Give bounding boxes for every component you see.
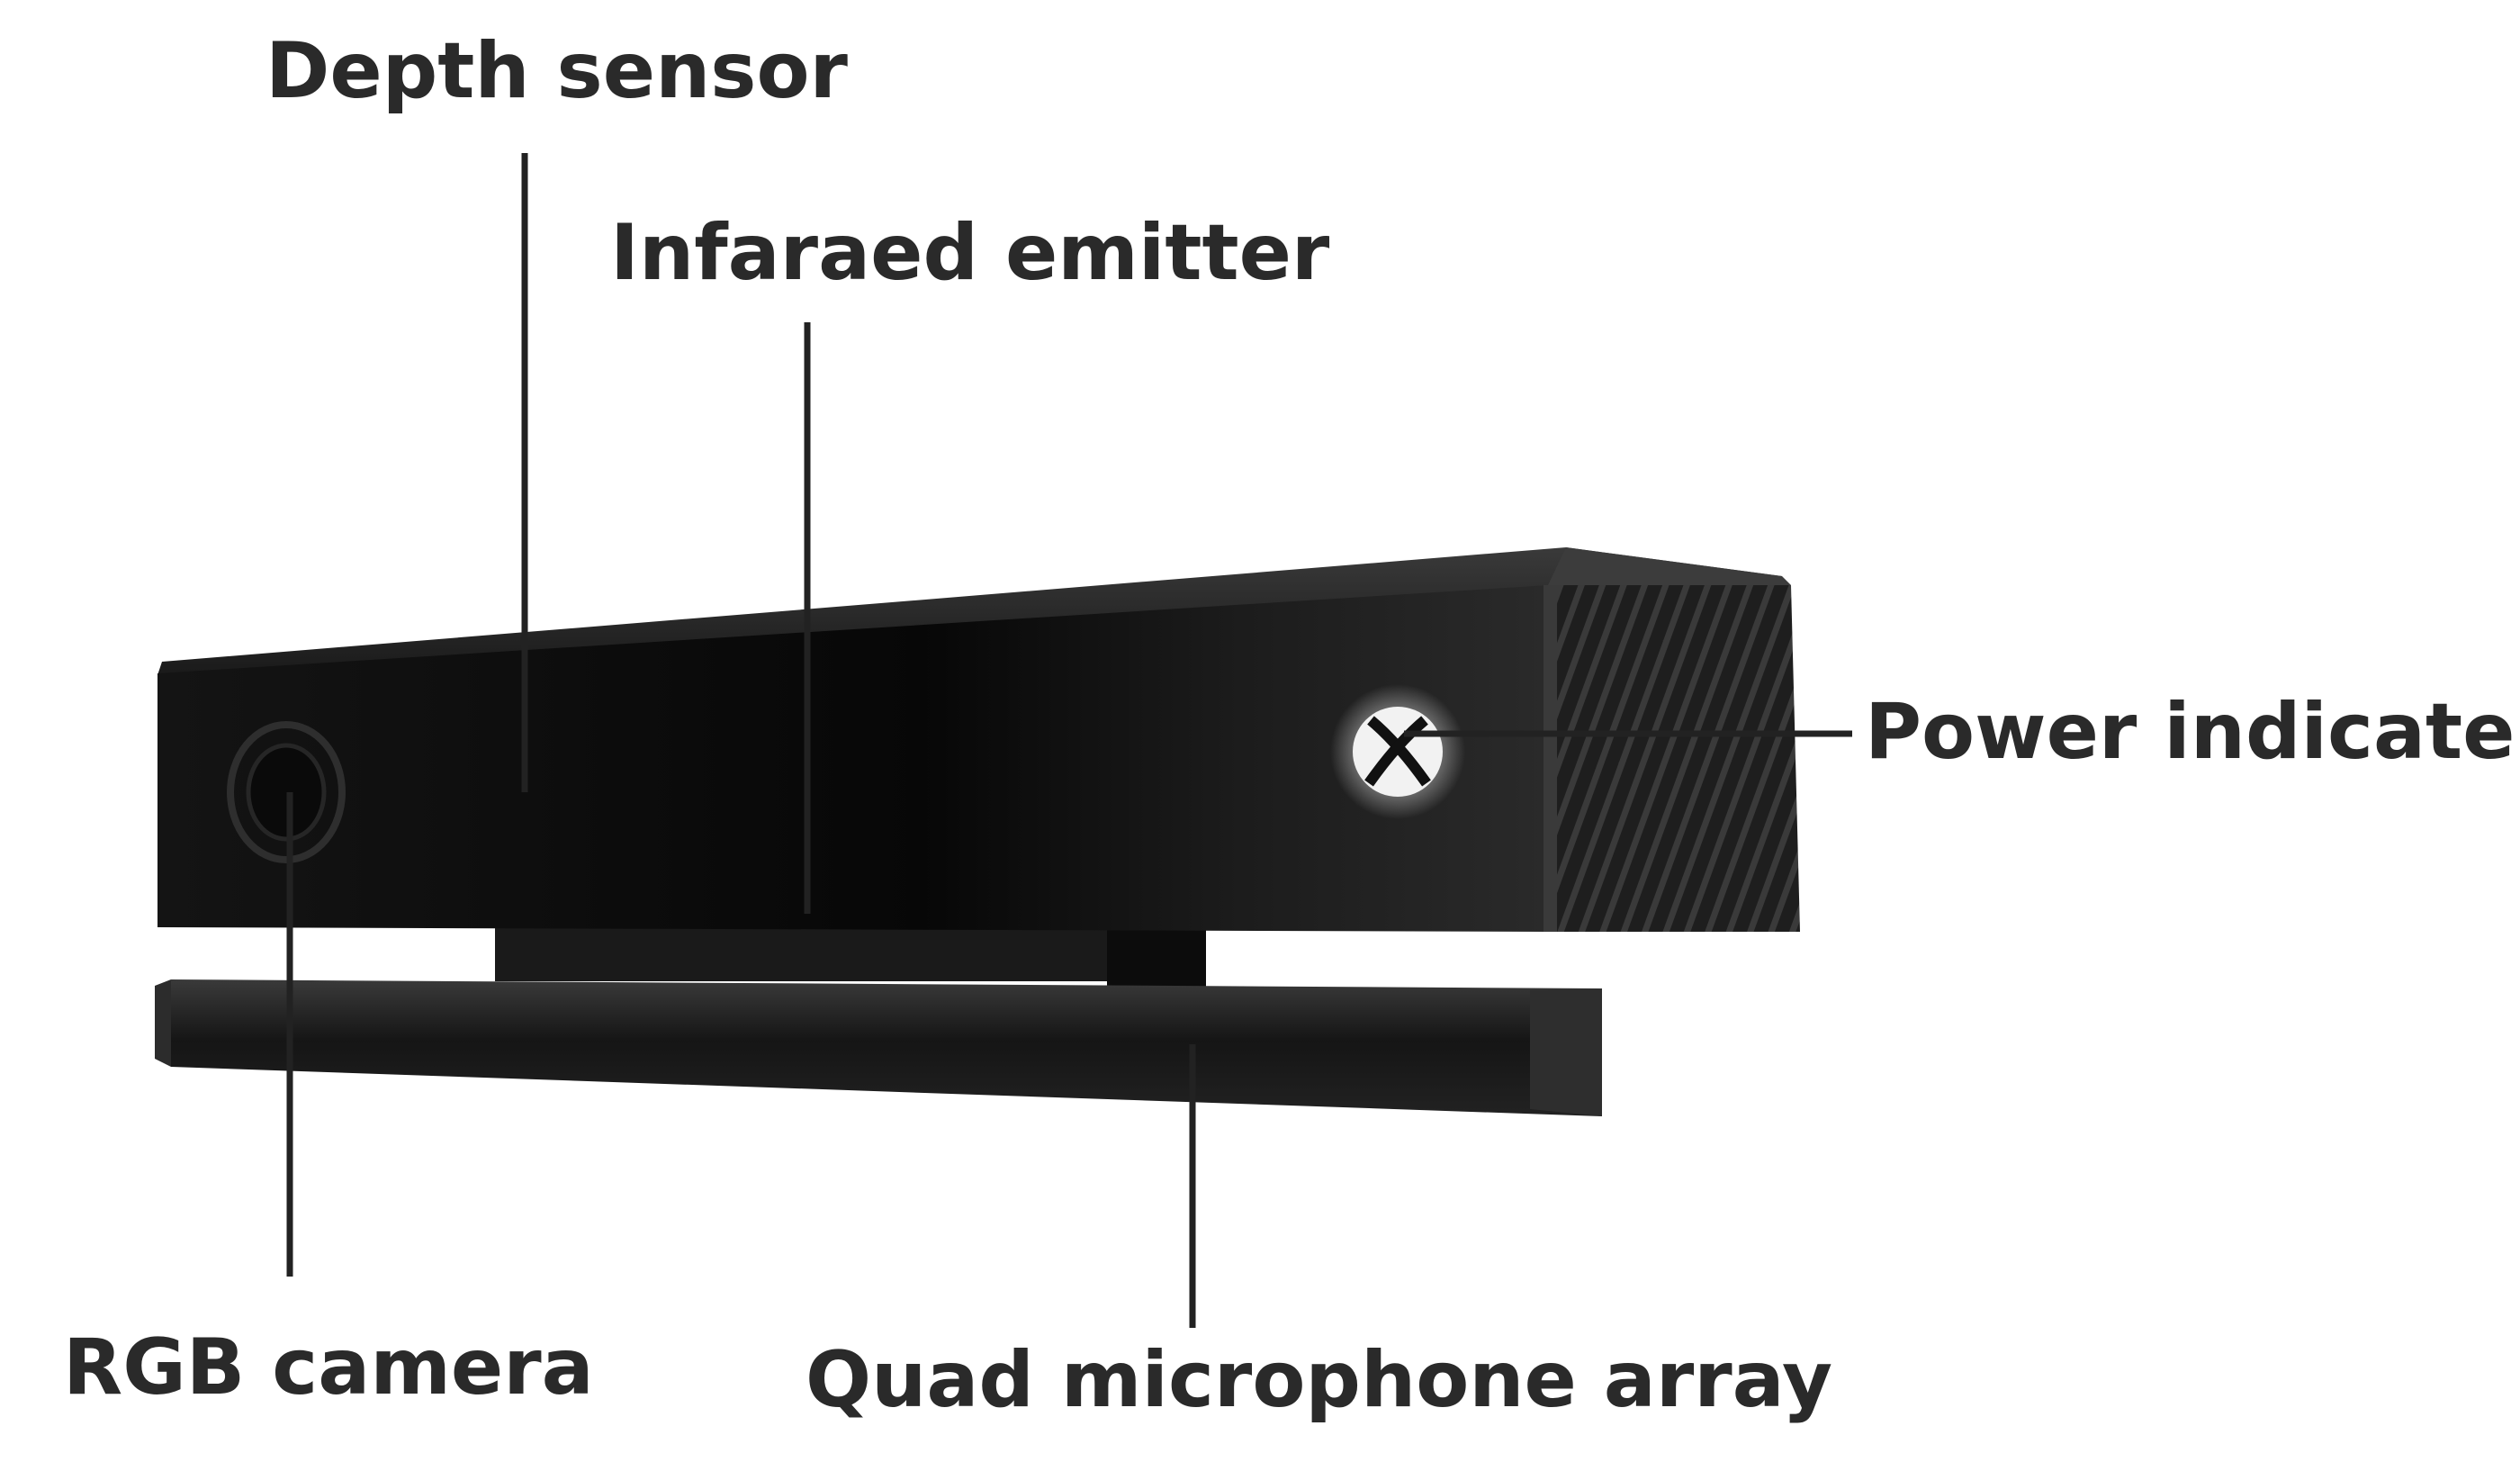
camera-lens-icon — [227, 721, 346, 863]
microphone-array-label: Quad microphone array — [806, 1335, 1832, 1425]
sensor-body — [158, 547, 1800, 932]
infrared-emitter-label: Infaraed emitter — [610, 208, 1330, 298]
depth-sensor-label: Depth sensor — [266, 26, 849, 116]
xbox-logo-icon — [1330, 684, 1465, 819]
power-indicator-label: Power indicater — [1865, 687, 2520, 777]
rgb-camera-label: RGB camera — [63, 1322, 594, 1412]
microphone-array-bar — [155, 979, 1602, 1116]
